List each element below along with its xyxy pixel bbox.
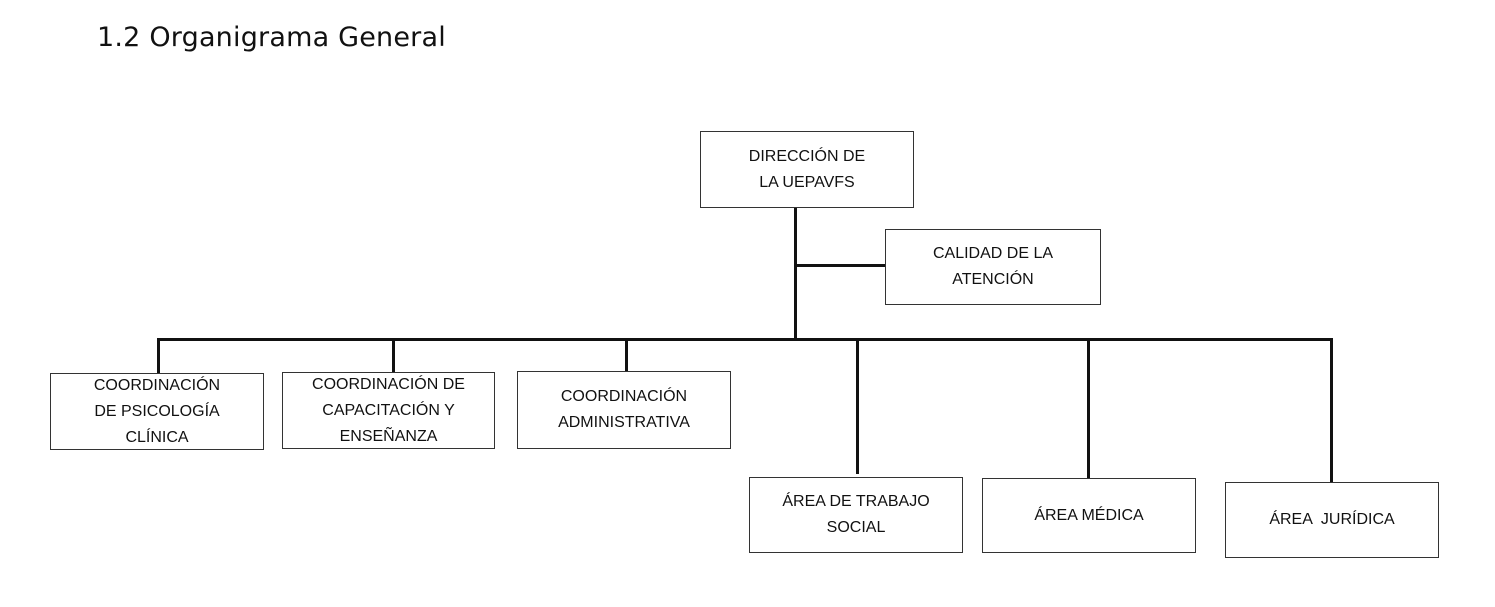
node-capacitacion-line-1: COORDINACIÓN DE <box>312 375 465 393</box>
node-juridica-line-1: ÁREA JURÍDICA <box>1269 511 1395 528</box>
node-medica-line-1: ÁREA MÉDICA <box>1034 506 1144 524</box>
node-calidad: CALIDAD DE LA ATENCIÓN <box>885 229 1101 305</box>
connector-main-bus <box>157 338 1333 341</box>
connector-administrativa <box>625 338 628 372</box>
node-administrativa: COORDINACIÓN ADMINISTRATIVA <box>517 371 731 449</box>
node-administrativa-line-1: COORDINACIÓN <box>560 388 688 405</box>
node-trabajo-social-line-2: SOCIAL <box>826 519 886 536</box>
node-calidad-line-1: CALIDAD DE LA <box>932 245 1054 262</box>
node-trabajo-social: ÁREA DE TRABAJO SOCIAL <box>749 477 963 553</box>
connector-trabajo-social <box>856 338 859 474</box>
node-calidad-line-2: ATENCIÓN <box>952 271 1034 288</box>
page-title: 1.2 Organigrama General <box>97 22 446 53</box>
node-medica: ÁREA MÉDICA <box>982 478 1196 553</box>
node-direccion: DIRECCIÓN DE LA UEPAVFS <box>700 131 914 208</box>
connector-juridica <box>1330 338 1333 482</box>
connector-capacitacion <box>392 338 395 373</box>
node-juridica: ÁREA JURÍDICA <box>1225 482 1439 558</box>
node-psicologia-line-2: DE PSICOLOGÍA <box>94 402 220 420</box>
node-administrativa-line-2: ADMINISTRATIVA <box>558 414 690 431</box>
node-psicologia-line-1: COORDINACIÓN <box>93 376 221 394</box>
node-trabajo-social-line-1: ÁREA DE TRABAJO <box>782 493 930 510</box>
node-direccion-line-2: LA UEPAVFS <box>759 173 855 191</box>
node-capacitacion-line-2: CAPACITACIÓN Y <box>322 401 455 419</box>
connector-psicologia <box>157 338 160 373</box>
node-capacitacion-line-3: ENSEÑANZA <box>339 427 438 445</box>
connector-calidad <box>794 264 887 267</box>
node-psicologia: COORDINACIÓN DE PSICOLOGÍA CLÍNICA <box>50 373 264 450</box>
connector-medica <box>1087 338 1090 480</box>
node-psicologia-line-3: CLÍNICA <box>125 428 189 446</box>
node-direccion-line-1: DIRECCIÓN DE <box>748 147 866 165</box>
node-capacitacion: COORDINACIÓN DE CAPACITACIÓN Y ENSEÑANZA <box>282 372 495 449</box>
connector-direccion-trunk <box>794 207 797 341</box>
